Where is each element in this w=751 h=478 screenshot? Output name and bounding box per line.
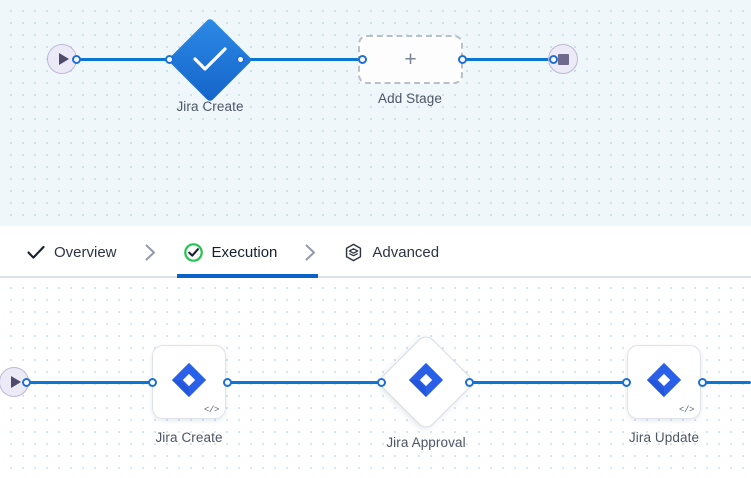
stop-square-icon [557,53,569,65]
step-node-jira-create[interactable]: </> [152,345,226,419]
tab-active-indicator [177,274,318,278]
plus-icon: + [404,48,417,71]
code-icon: </> [203,405,219,415]
chevron-right-icon [143,244,158,261]
tab-overview[interactable]: Overview [22,226,121,278]
edge-jira-create-to-jira-approval [228,381,380,384]
hexagon-layers-icon [344,243,363,262]
pipeline-stage-canvas[interactable]: Jira Create + Add Stage [0,0,751,226]
port-jira-approval-out[interactable] [465,378,474,387]
tab-advanced[interactable]: Advanced [340,226,443,278]
play-icon [10,376,21,388]
edge-jira-create-to-add-stage [240,58,362,61]
port-jira-create-step-out[interactable] [223,378,232,387]
check-icon [26,243,45,262]
edge-add-stage-to-stop [461,58,553,61]
tabbar-divider [0,276,751,278]
tab-execution[interactable]: Execution [180,226,282,278]
edge-start-to-jira-create-step [25,381,157,384]
add-stage-button[interactable]: + [358,35,463,84]
check-circle-icon [183,242,203,262]
port-jira-create-step-in[interactable] [148,378,157,387]
port-exec-start-out[interactable] [22,378,31,387]
step-label-jira-update: Jira Update [628,430,700,445]
port-stop-in[interactable] [549,55,558,64]
port-add-stage-out[interactable] [458,55,467,64]
step-label-jira-create: Jira Create [155,430,223,445]
edge-jira-update-outgoing [702,381,751,384]
jira-icon [407,361,445,404]
code-icon: </> [678,405,694,415]
tab-label-overview: Overview [54,243,117,261]
chevron-right-icon-2 [303,244,318,261]
step-node-jira-update[interactable]: </> [627,345,701,419]
port-add-stage-in[interactable] [358,55,367,64]
stage-label-jira-create: Jira Create [176,99,244,114]
edge-jira-approval-to-jira-update [470,381,626,384]
port-jira-create-in[interactable] [165,55,174,64]
jira-icon [645,361,683,404]
edge-start-to-jira-create [75,58,175,61]
execution-steps-canvas[interactable]: </> Jira Create Jira Approval [0,287,751,478]
stage-config-tabs: Overview Execution Advanced [0,226,751,278]
tab-label-execution: Execution [211,243,278,261]
play-icon [58,53,69,65]
jira-icon [170,361,208,404]
tab-label-advanced: Advanced [372,243,440,261]
jira-approval-logo-wrap [407,361,445,404]
step-label-jira-approval: Jira Approval [386,435,466,450]
port-jira-update-out[interactable] [698,378,707,387]
port-jira-approval-in[interactable] [377,378,386,387]
port-jira-update-in[interactable] [622,378,631,387]
port-jira-create-out[interactable] [236,55,245,64]
stage-label-add-stage: Add Stage [378,91,442,106]
port-start-out[interactable] [72,55,81,64]
